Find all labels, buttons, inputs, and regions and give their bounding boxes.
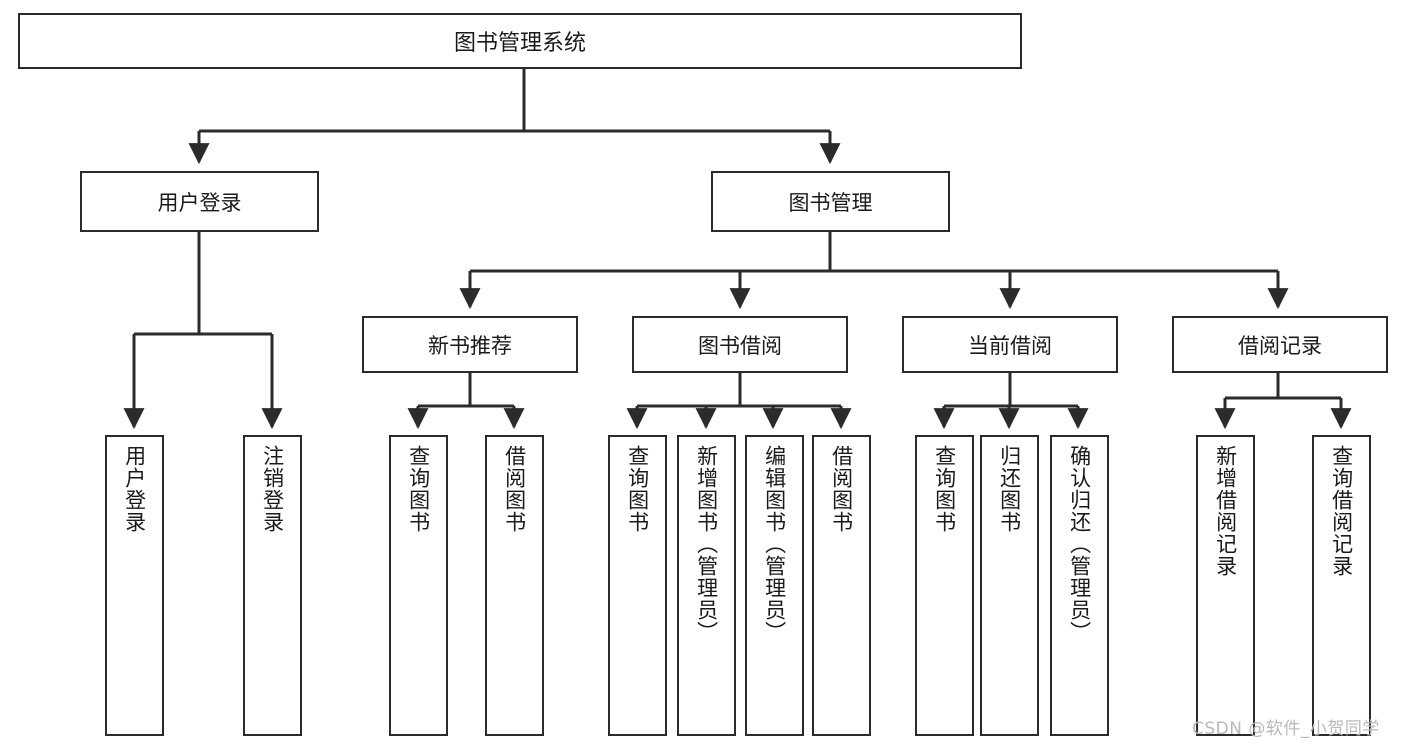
node-label: 借阅记录 <box>1238 333 1322 358</box>
node-label: 查询图书 <box>932 445 957 533</box>
node-label: 借阅图书 <box>829 445 854 533</box>
leaf-edit-book-admin[interactable]: 编辑图书（管理员） <box>745 435 804 736</box>
node-book-borrowing[interactable]: 图书借阅 <box>632 316 848 373</box>
node-label: 用户登录 <box>157 190 242 215</box>
node-label: 注销登录 <box>260 445 285 533</box>
leaf-logout[interactable]: 注销登录 <box>243 435 302 736</box>
leaf-query-book-nb[interactable]: 查询图书 <box>389 435 448 736</box>
node-label: 查询图书 <box>406 445 431 533</box>
leaf-return-book[interactable]: 归还图书 <box>980 435 1039 736</box>
node-label: 确认归还（管理员） <box>1067 445 1092 643</box>
leaf-confirm-return-admin[interactable]: 确认归还（管理员） <box>1050 435 1109 736</box>
node-label: 图书借阅 <box>698 333 782 358</box>
leaf-add-borrow-record[interactable]: 新增借阅记录 <box>1196 435 1255 736</box>
leaf-user-login[interactable]: 用户登录 <box>105 435 164 736</box>
node-label: 当前借阅 <box>968 333 1052 358</box>
node-label: 新书推荐 <box>428 333 512 358</box>
node-current-borrowing[interactable]: 当前借阅 <box>902 316 1118 373</box>
node-label: 编辑图书（管理员） <box>762 445 787 643</box>
watermark-text: CSDN @软件_小贺同学 <box>1192 719 1380 739</box>
node-label: 查询图书 <box>625 445 650 533</box>
leaf-query-borrow-record[interactable]: 查询借阅记录 <box>1312 435 1371 736</box>
node-new-book-recommendation[interactable]: 新书推荐 <box>362 316 578 373</box>
node-user-login[interactable]: 用户登录 <box>80 171 319 232</box>
node-label: 新增图书（管理员） <box>694 445 719 643</box>
leaf-query-book-cb[interactable]: 查询图书 <box>915 435 974 736</box>
leaf-query-book-bo[interactable]: 查询图书 <box>608 435 667 736</box>
node-label: 图书管理 <box>788 190 873 215</box>
node-label: 归还图书 <box>997 445 1022 533</box>
node-book-management[interactable]: 图书管理 <box>711 171 950 232</box>
leaf-add-book-admin[interactable]: 新增图书（管理员） <box>677 435 736 736</box>
node-borrow-records[interactable]: 借阅记录 <box>1172 316 1388 373</box>
node-label: 借阅图书 <box>502 445 527 533</box>
node-root-system[interactable]: 图书管理系统 <box>18 13 1022 69</box>
leaf-borrow-book-bo[interactable]: 借阅图书 <box>812 435 871 736</box>
leaf-borrow-book-nb[interactable]: 借阅图书 <box>485 435 544 736</box>
node-label: 新增借阅记录 <box>1213 445 1238 577</box>
node-label: 图书管理系统 <box>453 31 586 56</box>
node-label: 用户登录 <box>122 445 147 533</box>
node-label: 查询借阅记录 <box>1329 445 1354 577</box>
